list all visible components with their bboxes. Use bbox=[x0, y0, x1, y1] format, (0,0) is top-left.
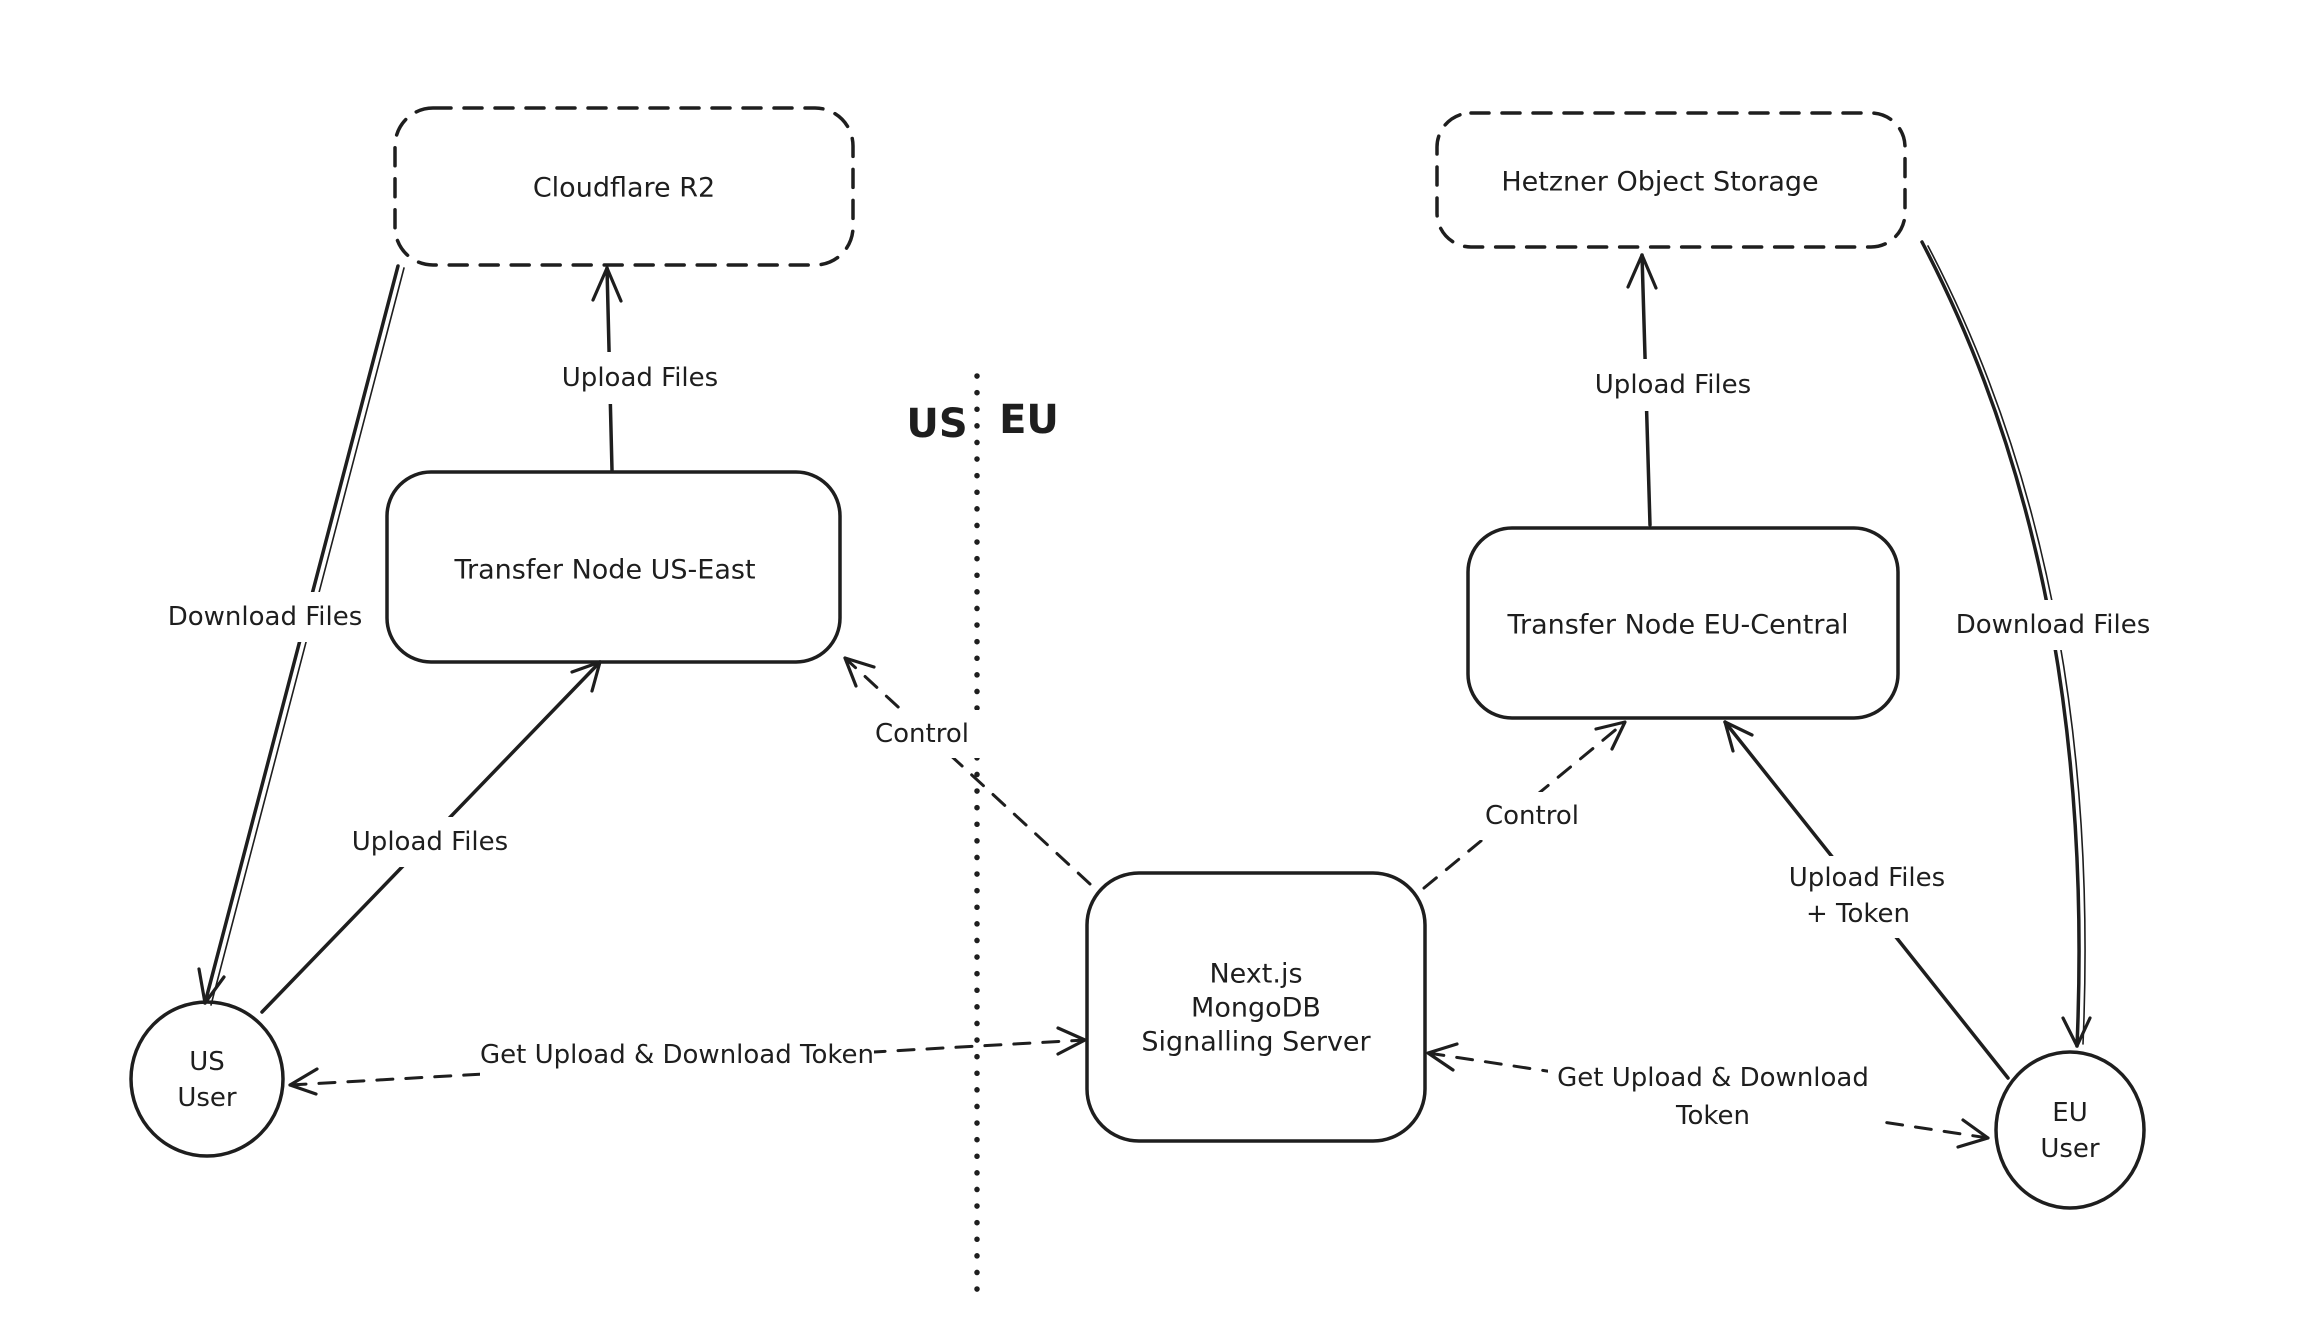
node-transfer-node-us-east-label: Transfer Node US-East bbox=[453, 555, 755, 586]
edge-label-eu-upload-storage-text: Upload Files bbox=[1595, 370, 1751, 400]
arrowhead-us-token-server-end bbox=[1056, 1026, 1087, 1056]
arrowhead-us-token-user-end bbox=[288, 1067, 319, 1096]
node-signalling-server bbox=[1085, 871, 1427, 1143]
edge-control-us bbox=[843, 656, 1092, 886]
node-signalling-server-line1: Next.js bbox=[1209, 959, 1302, 990]
edge-label-eu-user-upload-line1: Upload Files bbox=[1789, 863, 1945, 893]
edge-label-control-us: Control bbox=[862, 710, 982, 758]
edge-label-us-user-upload-text: Upload Files bbox=[352, 827, 508, 857]
arrowhead-eu-download bbox=[2061, 1016, 2092, 1048]
node-transfer-node-us-east bbox=[385, 470, 842, 664]
edge-us-token bbox=[288, 1038, 1087, 1087]
arrowhead-eu-user-upload bbox=[1723, 720, 1754, 753]
edge-label-eu-download-text: Download Files bbox=[1956, 610, 2151, 640]
arrowhead-eu-token-user-end bbox=[1956, 1118, 1990, 1149]
edge-label-control-eu-text: Control bbox=[1485, 801, 1579, 831]
edge-label-eu-token-line1: Get Upload & Download bbox=[1557, 1063, 1869, 1093]
edge-eu-token bbox=[1426, 1051, 1990, 1140]
node-transfer-node-eu-central bbox=[1466, 526, 1900, 720]
edge-label-control-eu: Control bbox=[1472, 792, 1592, 840]
node-eu-user bbox=[1994, 1050, 2146, 1210]
node-eu-user-line2: User bbox=[2040, 1134, 2100, 1164]
node-us-user-line2: User bbox=[177, 1083, 237, 1113]
edge-label-us-download: Download Files bbox=[158, 592, 372, 642]
arrowhead-eu-token-server-end bbox=[1426, 1042, 1459, 1072]
edge-label-control-us-text: Control bbox=[875, 719, 969, 749]
node-cloudflare-r2 bbox=[393, 106, 855, 267]
region-label-us: US bbox=[906, 401, 967, 447]
edge-label-us-upload-storage-text: Upload Files bbox=[562, 363, 718, 393]
node-us-user bbox=[129, 1000, 285, 1158]
edge-label-eu-user-upload: Upload Files + Token bbox=[1774, 856, 1960, 938]
edge-label-eu-user-upload-line2: + Token bbox=[1806, 899, 1910, 929]
node-transfer-node-eu-central-label: Transfer Node EU-Central bbox=[1506, 610, 1848, 641]
arrowhead-control-us bbox=[843, 656, 876, 688]
region-label-eu: EU bbox=[999, 397, 1059, 443]
edge-label-us-download-text: Download Files bbox=[168, 602, 363, 632]
arrowhead-control-eu bbox=[1594, 720, 1627, 751]
edge-label-us-user-upload: Upload Files bbox=[342, 817, 518, 867]
edge-label-eu-token: Get Upload & Download Token bbox=[1548, 1054, 1878, 1138]
arrowhead-eu-upload-storage bbox=[1626, 253, 1658, 290]
node-hetzner-object-storage bbox=[1435, 111, 1907, 249]
node-cloudflare-r2-label: Cloudflare R2 bbox=[533, 173, 715, 204]
edge-label-us-token-text: Get Upload & Download Token bbox=[480, 1040, 874, 1070]
arrowhead-us-upload-storage bbox=[591, 266, 623, 303]
edge-label-us-upload-storage: Upload Files bbox=[552, 352, 728, 404]
edge-label-eu-download: Download Files bbox=[1950, 600, 2156, 650]
node-hetzner-object-storage-label: Hetzner Object Storage bbox=[1501, 167, 1818, 198]
edge-label-eu-upload-storage: Upload Files bbox=[1585, 359, 1761, 411]
edge-label-us-token: Get Upload & Download Token bbox=[480, 1032, 874, 1078]
edge-label-eu-token-line2: Token bbox=[1675, 1101, 1750, 1131]
node-signalling-server-line2: MongoDB bbox=[1191, 993, 1321, 1024]
node-signalling-server-line3: Signalling Server bbox=[1141, 1027, 1371, 1058]
node-us-user-line1: US bbox=[189, 1047, 225, 1077]
node-eu-user-line1: EU bbox=[2052, 1098, 2087, 1128]
